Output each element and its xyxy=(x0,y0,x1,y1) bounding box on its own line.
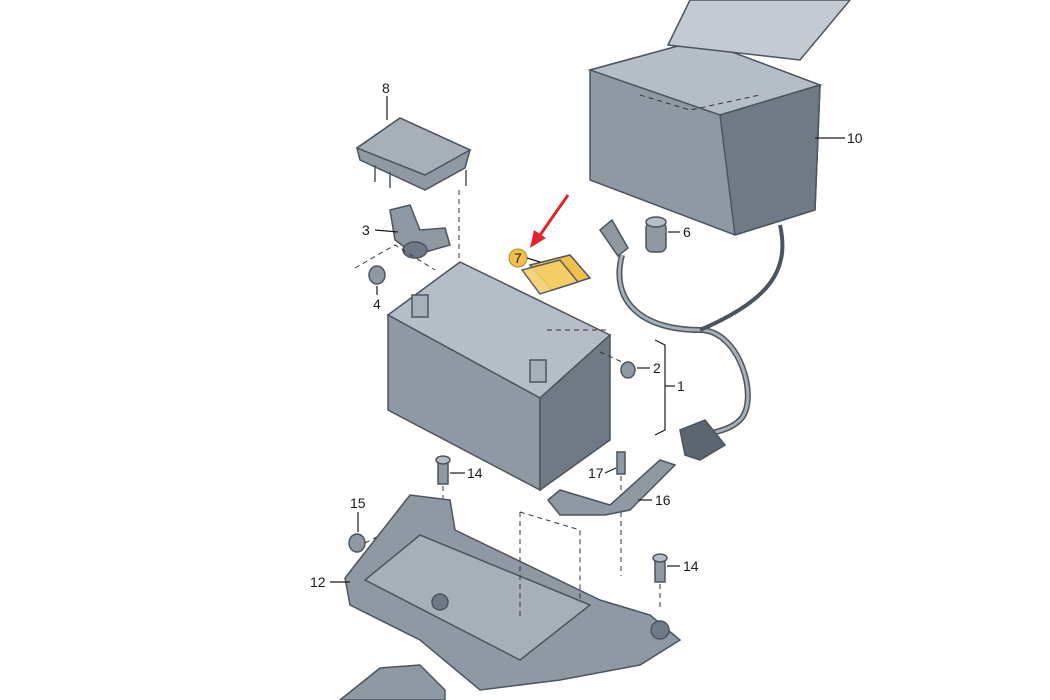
callout-3: 3 xyxy=(362,222,370,238)
callout-6: 6 xyxy=(683,224,691,240)
battery-box-part-10 xyxy=(587,0,851,236)
callout-17: 17 xyxy=(588,465,604,481)
callout-labels: 1 2 3 4 6 7 8 10 12 14 14 15 16 17 xyxy=(310,80,863,590)
bracket-partial xyxy=(338,664,446,700)
screw-part-2 xyxy=(599,351,650,379)
callout-14-lower: 14 xyxy=(683,558,699,574)
battery-part-1 xyxy=(386,261,675,492)
positive-cable xyxy=(598,218,785,461)
terminal-cover-part-8 xyxy=(355,96,472,260)
negative-clamp-part-3 xyxy=(374,204,451,259)
callout-10: 10 xyxy=(847,130,863,146)
hold-down-clamp-part-16 xyxy=(546,451,677,576)
callout-14-upper: 14 xyxy=(467,465,483,481)
callout-12: 12 xyxy=(310,574,326,590)
callout-1: 1 xyxy=(677,378,685,394)
bolt-part-14-lower xyxy=(652,553,680,608)
battery-tray-part-12 xyxy=(330,494,682,691)
callout-8: 8 xyxy=(382,80,390,96)
callout-15: 15 xyxy=(350,495,366,511)
label-sheets-part-7 xyxy=(508,248,592,295)
callout-2: 2 xyxy=(653,360,661,376)
nut-part-4 xyxy=(354,244,436,295)
callout-16: 16 xyxy=(655,492,671,508)
terminal-cap-part-6 xyxy=(645,216,680,253)
callout-7: 7 xyxy=(514,250,522,266)
highlight-arrow-icon xyxy=(530,194,570,248)
callout-4: 4 xyxy=(373,296,381,312)
